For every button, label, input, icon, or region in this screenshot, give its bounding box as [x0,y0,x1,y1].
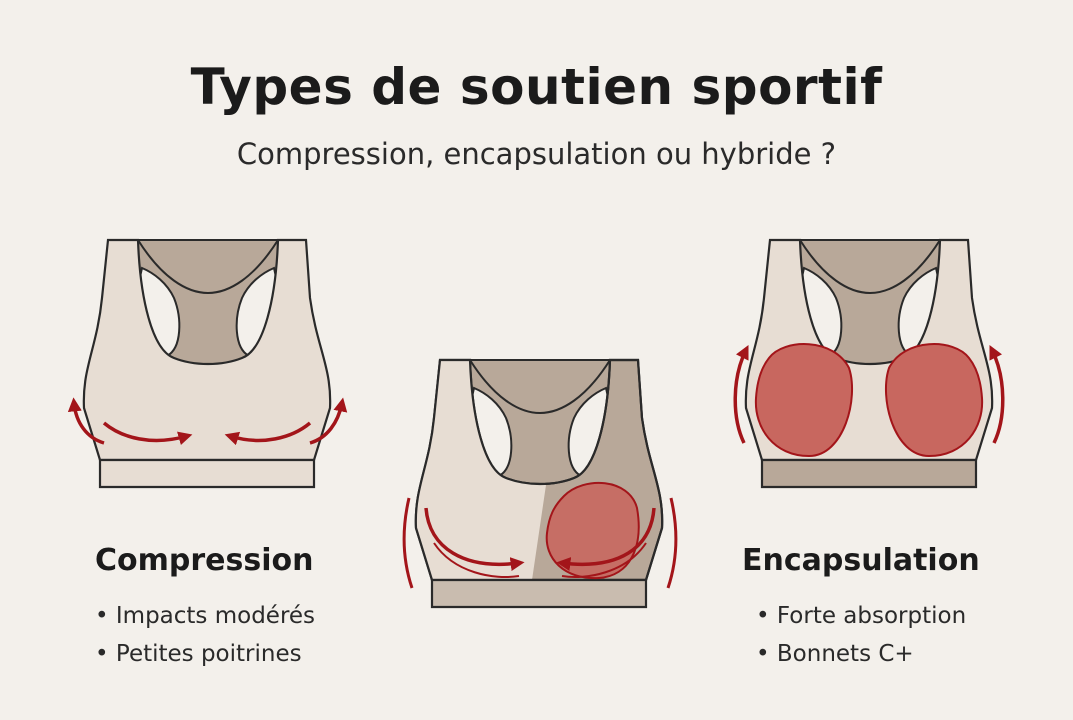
compression-bullets: Impacts modérés Petites poitrines [95,597,315,673]
page-title: Types de soutien sportif [190,58,883,116]
encapsulation-cup-right [885,343,984,458]
encapsulation-cup-left [754,343,853,458]
compression-label: Compression [95,543,314,578]
bullet-item: Bonnets C+ [756,635,966,673]
page-subtitle: Compression, encapsulation ou hybride ? [236,137,837,171]
encapsulation-bullets: Forte absorption Bonnets C+ [756,597,966,673]
bullet-item: Forte absorption [756,597,966,635]
hybrid-bra-illustration [402,358,678,609]
bullet-item: Impacts modérés [95,597,315,635]
hybrid-cup [545,481,640,580]
hybrid-arrows [402,497,678,589]
compression-arrows [67,397,348,446]
bullet-item: Petites poitrines [95,635,315,673]
encapsulation-label: Encapsulation [742,543,980,578]
compression-bra-illustration [67,238,348,489]
encapsulation-bra-illustration [733,238,1005,489]
encapsulation-arrows [733,344,1005,444]
